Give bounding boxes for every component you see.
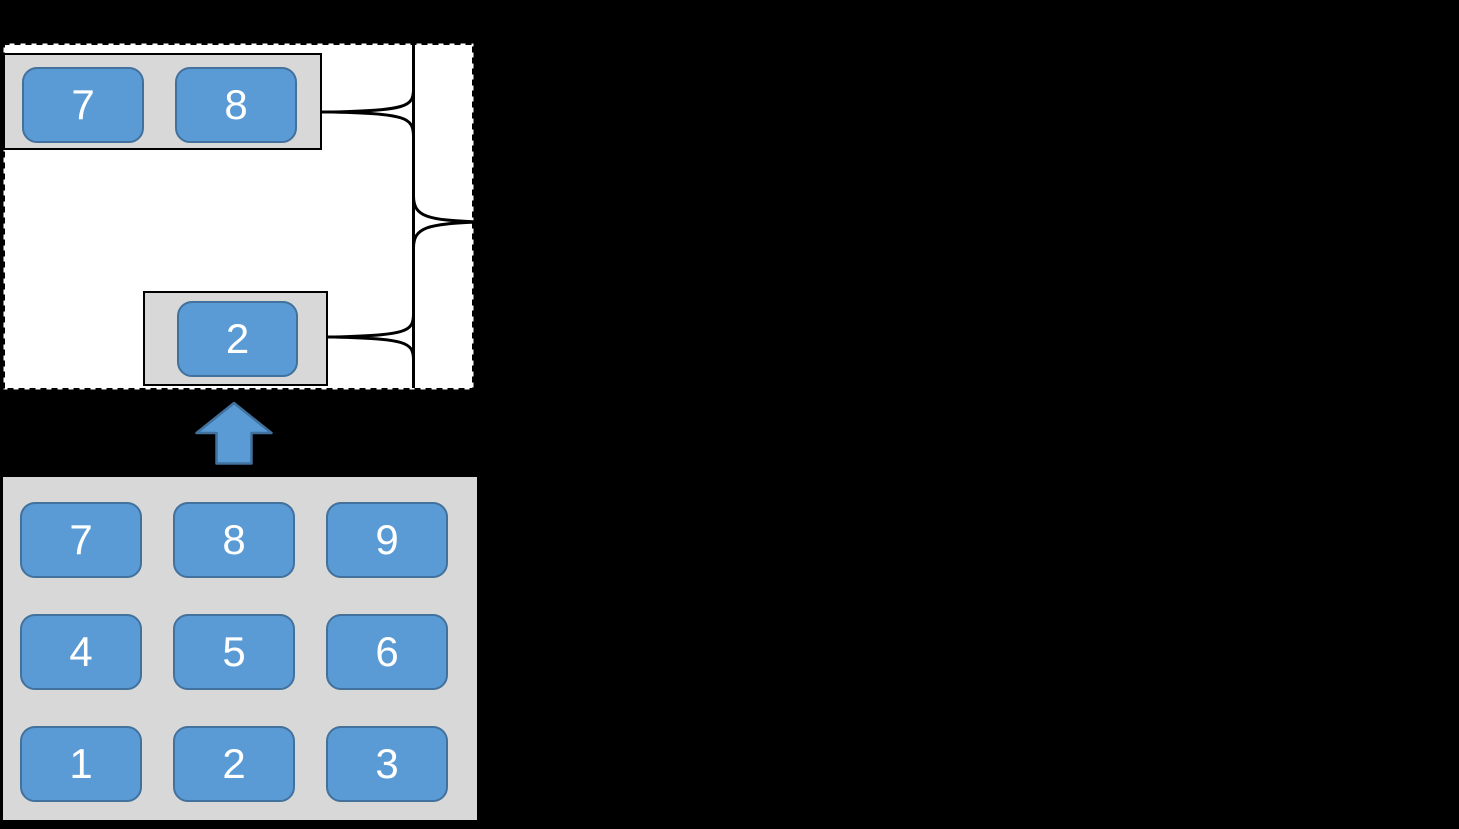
keypad-key-9: 9 [326,502,448,578]
keypad: 7 8 9 4 5 6 1 2 3 [3,477,477,820]
key-2: 2 [177,301,298,377]
main-brace-icon [412,195,480,249]
keypad-key-6: 6 [326,614,448,690]
single-tray: 2 [143,291,328,386]
keypad-key-8: 8 [173,502,295,578]
keypad-key-5: 5 [173,614,295,690]
single-tray-brace-icon [328,313,415,361]
pair-tray: 7 8 [3,53,322,150]
up-arrow-icon [195,401,273,465]
keypad-key-7: 7 [20,502,142,578]
keypad-key-2: 2 [173,726,295,802]
keypad-key-1: 1 [20,726,142,802]
key-8: 8 [175,67,297,143]
key-7: 7 [22,67,144,143]
keypad-key-4: 4 [20,614,142,690]
pair-tray-brace-icon [322,88,415,138]
keypad-key-3: 3 [326,726,448,802]
